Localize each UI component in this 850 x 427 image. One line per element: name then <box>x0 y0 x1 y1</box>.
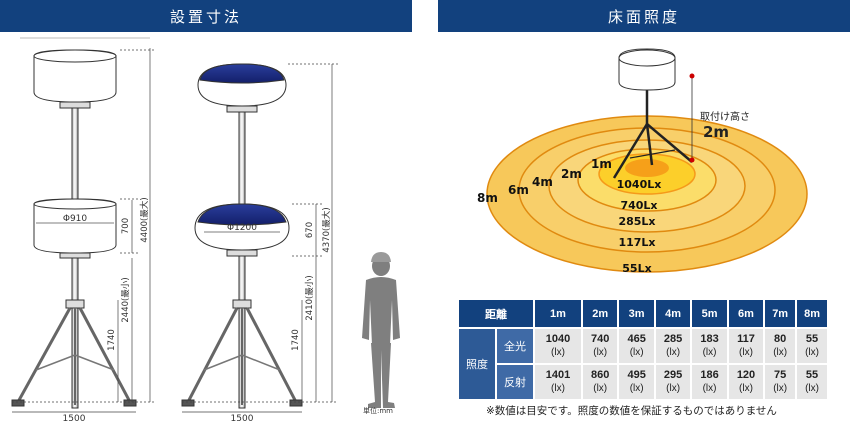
left-diameter-label: Φ910 <box>63 214 88 224</box>
illuminance-rings <box>486 115 808 273</box>
table-cell: 1401(lx) <box>535 365 581 399</box>
unit-label: 単位:mm <box>363 406 393 415</box>
illuminance-table: 距離 1m 2m 3m 4m 5m 6m 7m 8m 照度 全光 1040(lx… <box>457 298 829 401</box>
section-header-floor-illuminance: 床面照度 <box>438 0 850 32</box>
distance-label-1m: 1m <box>591 157 612 171</box>
table-cell: 55(lx) <box>797 365 827 399</box>
table-cell: 295(lx) <box>655 365 691 399</box>
left-height-max: 4400(最大) <box>139 197 150 242</box>
left-base-width: 1500 <box>63 414 86 424</box>
table-cell: 285(lx) <box>655 329 691 363</box>
distance-label-2m: 2m <box>561 167 582 181</box>
table-cell: 740(lx) <box>582 329 618 363</box>
right-height-min: 2410(最小) <box>304 275 315 320</box>
row-label-reflected: 反射 <box>497 365 533 399</box>
table-cell: 1040(lx) <box>535 329 581 363</box>
lamp-fixture <box>612 48 695 179</box>
table-cell: 186(lx) <box>692 365 727 399</box>
mount-height-value: 2m <box>703 123 729 141</box>
col-header: 2m <box>582 300 618 327</box>
section-title: 床面照度 <box>607 7 680 26</box>
distance-label-8m: 8m <box>477 191 498 205</box>
table-cell: 465(lx) <box>619 329 654 363</box>
distance-header: 距離 <box>459 300 533 327</box>
table-cell: 183(lx) <box>692 329 727 363</box>
lux-label-2m: 740Lx <box>620 199 657 212</box>
dimension-drawing: Φ910 700 4400(最大) 2440(最小) 1740 1500 <box>11 37 400 424</box>
lux-label-1m: 1040Lx <box>617 178 662 191</box>
table-cell: 117(lx) <box>728 329 764 363</box>
lux-label-8m: 55Lx <box>622 262 651 275</box>
table-cell: 55(lx) <box>797 329 827 363</box>
section-title: 設置寸法 <box>169 7 242 26</box>
distance-label-4m: 4m <box>532 175 553 189</box>
table-cell: 80(lx) <box>765 329 796 363</box>
table-row: 照度 全光 1040(lx) 740(lx) 465(lx) 285(lx) 1… <box>459 329 827 399</box>
left-height-min: 2440(最小) <box>120 277 131 322</box>
col-header: 7m <box>765 300 796 327</box>
right-base-width: 1500 <box>231 414 254 424</box>
table-cell: 120(lx) <box>728 365 764 399</box>
table-row: 反射 1401(lx) 860(lx) 495(lx) 295(lx) 186(… <box>459 365 827 399</box>
disclaimer-note: ※数値は目安です。照度の数値を保証するものではありません <box>486 405 777 417</box>
col-header: 6m <box>728 300 764 327</box>
table-cell: 860(lx) <box>582 365 618 399</box>
lux-label-6m: 117Lx <box>618 236 655 249</box>
table-cell: 495(lx) <box>619 365 654 399</box>
col-header: 8m <box>797 300 827 327</box>
distance-label-6m: 6m <box>508 183 529 197</box>
col-header: 3m <box>619 300 654 327</box>
left-tripod-height: 1740 <box>107 329 117 351</box>
left-height-mid: 700 <box>121 218 131 234</box>
table-cell: 75(lx) <box>765 365 796 399</box>
illuminance-row-group: 照度 <box>459 329 495 399</box>
right-height-mid: 670 <box>305 222 315 238</box>
right-height-max: 4370(最大) <box>321 207 332 252</box>
col-header: 1m <box>535 300 581 327</box>
right-diameter-label: Φ1200 <box>227 223 257 233</box>
right-tripod-height: 1740 <box>291 329 301 351</box>
row-label-full-light: 全光 <box>497 329 533 363</box>
ring-center <box>625 159 669 177</box>
mount-height-label: 取付け高さ <box>700 110 750 123</box>
col-header: 4m <box>655 300 691 327</box>
person-silhouette-icon <box>362 252 400 408</box>
illuminance-diagram: 取付け高さ 2m 1m 2m 4m 6m 8m 1040Lx 740Lx 285… <box>477 48 808 275</box>
col-header: 5m <box>692 300 727 327</box>
section-header-installation-dimensions: 設置寸法 <box>0 0 412 32</box>
left-fixture <box>11 49 137 409</box>
table-header-row: 距離 1m 2m 3m 4m 5m 6m 7m 8m <box>459 300 827 327</box>
right-fixture <box>181 63 303 409</box>
lux-label-4m: 285Lx <box>618 215 655 228</box>
